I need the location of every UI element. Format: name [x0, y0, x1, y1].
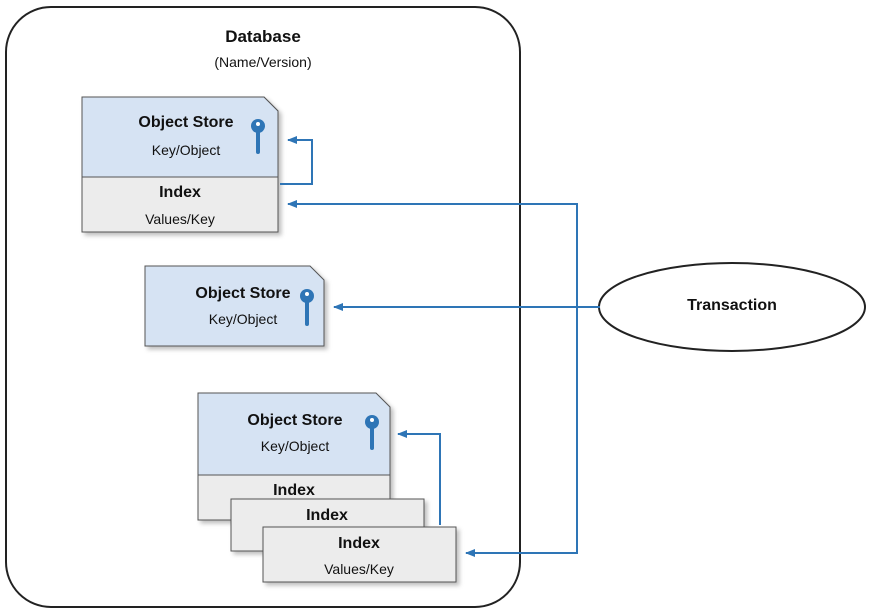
- store3-sub: Key/Object: [260, 438, 330, 454]
- store1-index-title: Index: [159, 184, 201, 201]
- store1-title: Object Store: [138, 114, 234, 131]
- index-stack-to-store3-arrow: [397, 430, 441, 525]
- store3-index-3-sub: Values/Key: [324, 561, 394, 577]
- index-to-store-arrow: [280, 136, 313, 185]
- store3-title: Object Store: [247, 412, 343, 429]
- store2-sub: Key/Object: [208, 311, 278, 327]
- store3-index-1-title: Index: [273, 482, 315, 499]
- transaction-to-store3-index-arrow: [465, 300, 578, 557]
- transaction-label: Transaction: [687, 297, 777, 314]
- store2-title: Object Store: [195, 285, 291, 302]
- store3-index-3-title: Index: [338, 535, 380, 552]
- database-subtitle: (Name/Version): [214, 54, 312, 70]
- key-icon: [365, 415, 379, 450]
- transaction-to-store1-index-arrow: [287, 200, 578, 320]
- index-card-3: [262, 526, 457, 583]
- object-store-1: [81, 96, 279, 233]
- key-icon: [251, 119, 265, 154]
- key-icon: [300, 289, 314, 326]
- store3-index-2-title: Index: [306, 507, 348, 524]
- object-store-2: [144, 265, 325, 347]
- database-title: Database: [225, 27, 301, 46]
- store1-index-sub: Values/Key: [145, 211, 215, 227]
- store1-sub: Key/Object: [151, 142, 221, 158]
